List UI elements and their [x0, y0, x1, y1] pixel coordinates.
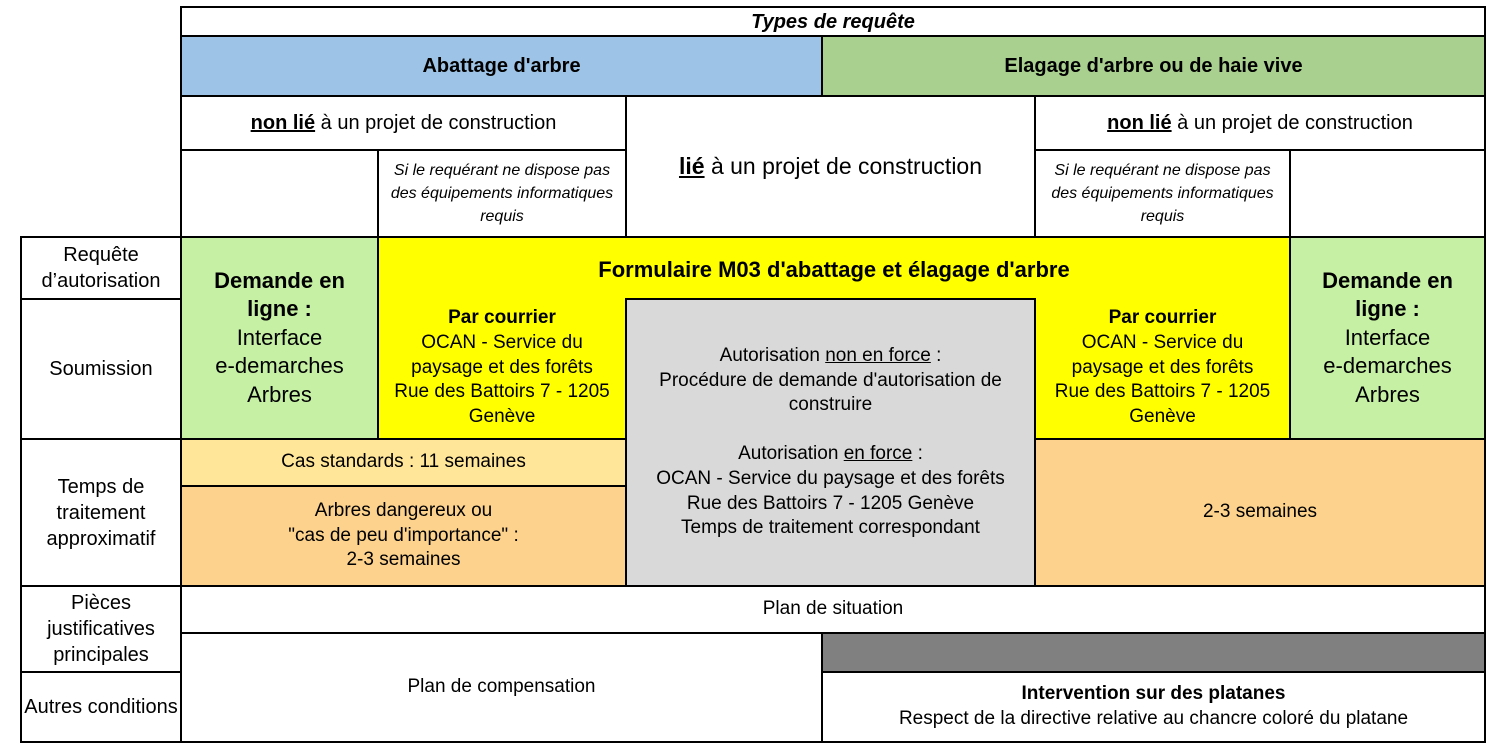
online-right-line2: e-demarches: [1323, 353, 1452, 379]
lie-suffix: à un projet de construction: [704, 152, 983, 179]
plan-situation-text: Plan de situation: [762, 598, 904, 620]
header-elagage-text: Elagage d'arbre ou de haie vive: [1004, 55, 1303, 77]
no-equipment-left-text: Si le requérant ne dispose pas des équip…: [390, 161, 614, 226]
timing-right: 2-3 semaines: [1034, 438, 1486, 587]
row-label-pieces: Pièces justificatives principales: [20, 585, 182, 673]
plan-compensation: Plan de compensation: [180, 632, 823, 743]
courrier-left-title: Par courrier: [448, 307, 556, 329]
platanes-title: Intervention sur des platanes: [1021, 683, 1286, 705]
plan-compensation-text: Plan de compensation: [407, 676, 596, 698]
timing-dangerous-line3: 2-3 semaines: [346, 549, 461, 571]
autorisation-en-force-line1: OCAN - Service du paysage et des forêts: [656, 467, 1005, 489]
empty-left: [180, 149, 379, 238]
types-title: Types de requête: [180, 6, 1486, 37]
row-label-pieces-text: Pièces justificatives principales: [47, 592, 155, 666]
online-left-line3: Arbres: [247, 381, 312, 407]
formulaire-title: Formulaire M03 d'abattage et élagage d'a…: [598, 257, 1070, 282]
autorisation-en-force-line3: Temps de traitement correspondant: [681, 517, 980, 539]
autorisation-en-force-heading: Autorisation en force :: [738, 442, 923, 467]
platanes: Intervention sur des platanes Respect de…: [821, 671, 1486, 743]
online-left-title: Demande en ligne :: [214, 267, 345, 322]
timing-dangerous-line1: Arbres dangereux ou: [314, 499, 493, 521]
courrier-right: Par courrier OCAN - Service du paysage e…: [1034, 298, 1291, 440]
header-abattage-text: Abattage d'arbre: [422, 55, 581, 77]
non-lie-right-strong: non lié: [1107, 112, 1172, 134]
grey-filler: [821, 632, 1486, 673]
row-label-autres-text: Autres conditions: [24, 696, 178, 718]
row-label-temps-text: Temps de traitement approximatif: [46, 475, 156, 550]
online-left: Demande en ligne : Interface e-demarches…: [180, 236, 379, 440]
courrier-right-line1: OCAN - Service du paysage et des forêts: [1071, 331, 1254, 378]
row-label-temps: Temps de traitement approximatif: [20, 438, 182, 587]
row-label-requete: Requête d’autorisation: [20, 236, 182, 300]
formulaire-banner: Formulaire M03 d'abattage et élagage d'a…: [377, 236, 1291, 300]
online-left-line1: Interface: [236, 324, 323, 350]
lie-strong: lié: [678, 152, 705, 179]
p2-underlined: en force: [843, 443, 913, 465]
autorisation-non-en-force-text: Procédure de demande d'autorisation de c…: [659, 369, 1002, 416]
non-lie-right-suffix: à un projet de construction: [1171, 112, 1413, 134]
non-lie-left-suffix: à un projet de construction: [315, 112, 557, 134]
plan-situation: Plan de situation: [180, 585, 1486, 634]
no-equipment-left: Si le requérant ne dispose pas des équip…: [377, 149, 627, 238]
timing-standard-text: Cas standards : 11 semaines: [281, 451, 526, 473]
p2-prefix: Autorisation: [738, 443, 844, 465]
p1-suffix: :: [930, 345, 942, 367]
courrier-right-title: Par courrier: [1108, 307, 1217, 329]
types-title-text: Types de requête: [751, 10, 915, 33]
autorisation-en-force-line2: Rue des Battoirs 7 - 1205 Genève: [686, 492, 975, 514]
courrier-right-line2: Rue des Battoirs 7 - 1205 Genève: [1054, 381, 1271, 428]
row-label-soumission: Soumission: [20, 298, 182, 440]
p1-prefix: Autorisation: [719, 345, 826, 367]
p2-suffix: :: [912, 443, 923, 465]
non-lie-left-strong: non lié: [250, 112, 316, 134]
timing-standard: Cas standards : 11 semaines: [180, 438, 627, 487]
timing-right-text: 2-3 semaines: [1202, 501, 1318, 523]
online-left-line2: e-demarches: [215, 353, 344, 379]
autorisation-box: Autorisation non en force : Procédure de…: [625, 298, 1036, 587]
non-lie-left: non lié à un projet de construction: [180, 95, 627, 151]
row-label-soumission-text: Soumission: [49, 358, 153, 380]
lie-projet: lié à un projet de construction: [625, 95, 1036, 238]
autorisation-non-en-force-heading: Autorisation non en force :: [720, 344, 942, 369]
timing-dangerous: Arbres dangereux ou "cas de peu d'import…: [180, 485, 627, 587]
no-equipment-right: Si le requérant ne dispose pas des équip…: [1034, 149, 1291, 238]
platanes-text: Respect de la directive relative au chan…: [898, 708, 1409, 729]
online-right: Demande en ligne : Interface e-demarches…: [1289, 236, 1486, 440]
header-elagage: Elagage d'arbre ou de haie vive: [821, 35, 1486, 97]
courrier-left-line2: Rue des Battoirs 7 - 1205 Genève: [394, 381, 610, 428]
row-label-requete-text: Requête d’autorisation: [41, 244, 161, 292]
courrier-left: Par courrier OCAN - Service du paysage e…: [377, 298, 627, 440]
online-right-title: Demande en ligne :: [1322, 267, 1453, 322]
online-right-line3: Arbres: [1355, 381, 1420, 407]
header-abattage: Abattage d'arbre: [180, 35, 823, 97]
non-lie-right: non lié à un projet de construction: [1034, 95, 1486, 151]
online-right-line1: Interface: [1344, 324, 1431, 350]
p1-underlined: non en force: [825, 345, 931, 367]
row-label-autres: Autres conditions: [20, 671, 182, 743]
timing-dangerous-line2: "cas de peu d'importance" :: [288, 524, 519, 546]
courrier-left-line1: OCAN - Service du paysage et des forêts: [411, 331, 593, 378]
no-equipment-right-text: Si le requérant ne dispose pas des équip…: [1051, 161, 1274, 226]
empty-right: [1289, 149, 1486, 238]
